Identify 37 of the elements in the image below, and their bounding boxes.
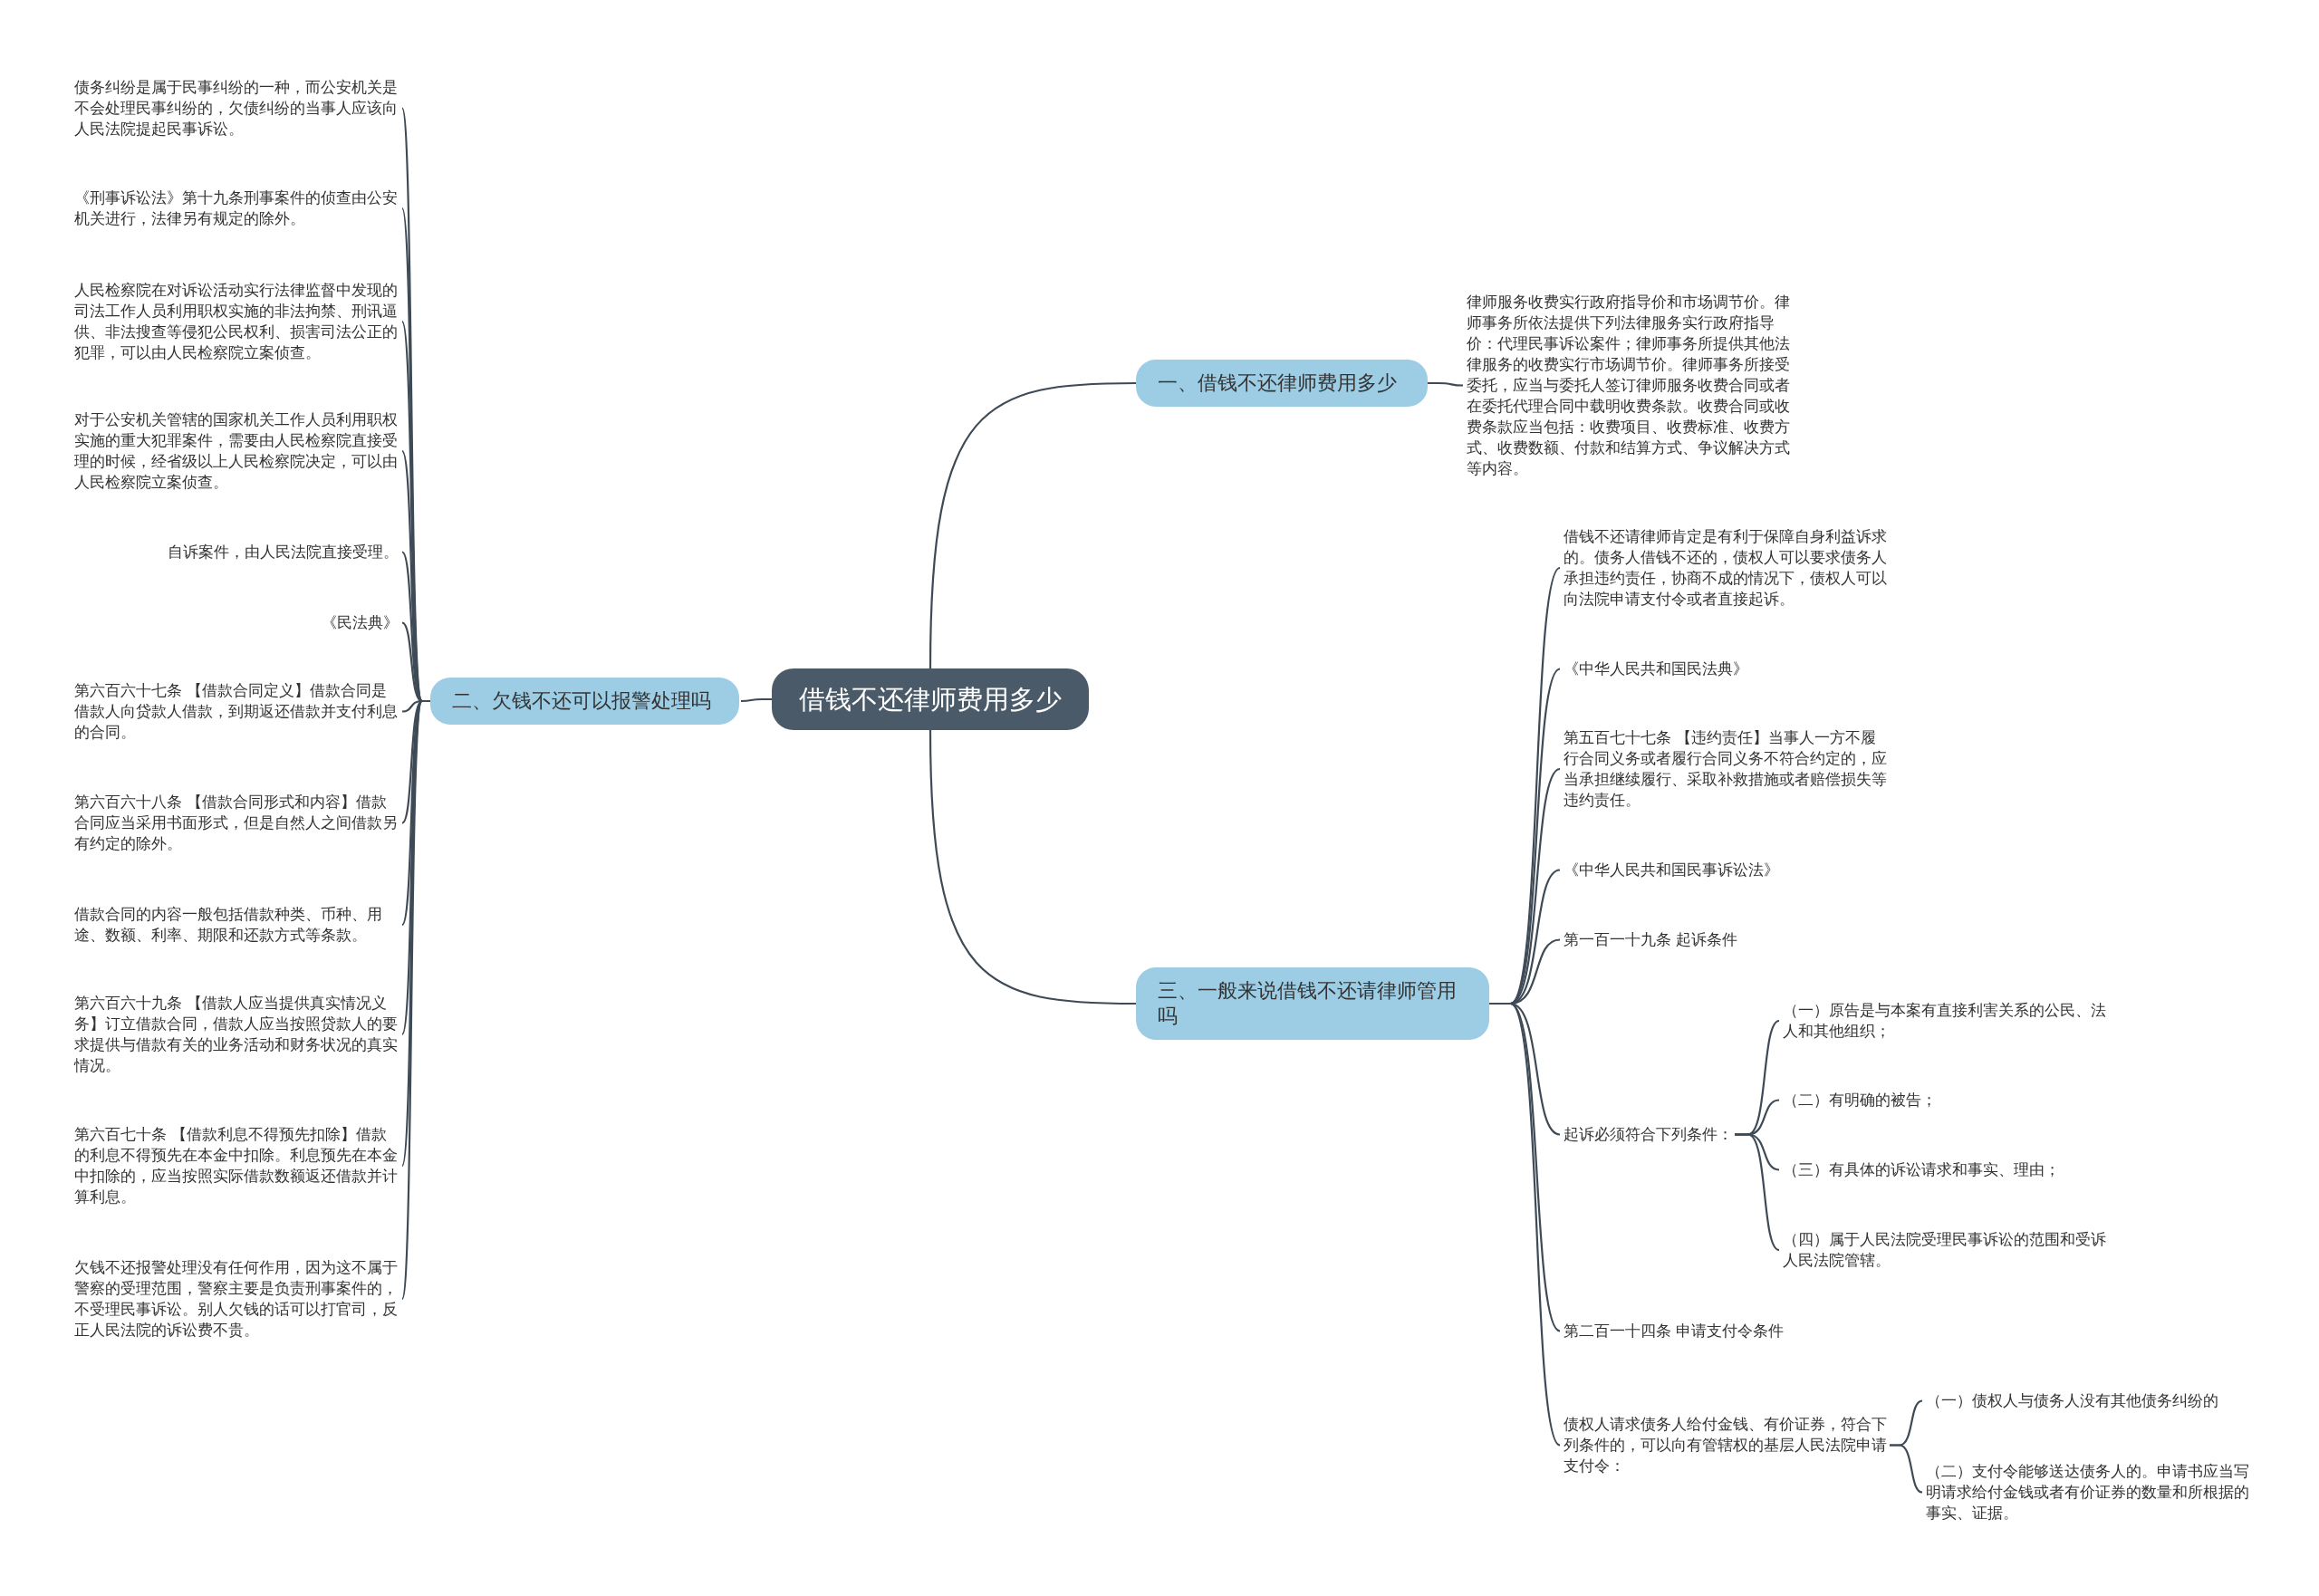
note-text: （三）有具体的诉讼请求和事实、理由；	[1781, 1159, 2062, 1180]
note-text: 对于公安机关管辖的国家机关工作人员利用职权实施的重大犯罪案件，需要由人民检察院直接受理的时候，经省级以上人民检察院决定，可以由人民检察院立案侦查。	[72, 409, 400, 493]
note-text: 第六百六十七条 【借款合同定义】借款合同是借款人向贷款人借款，到期返还借款并支付利息的合同。	[72, 680, 400, 743]
note-text: 《中华人民共和国民事诉讼法》	[1562, 860, 1781, 880]
note-text: 律师服务收费实行政府指导价和市场调节价。律师事务所依法提供下列法律服务实行政府指导价：代理民事诉讼案件；律师事务所提供其他法律服务的收费实行市场调节价。律师事务所接受委托，应当与委托人签订律师服务收费合同或者在委托代理合同中载明收费条款。收费合同或收费条款应当包括：收费项目、收费标准、收费方式、收费数额、付款和结算方式、争议解决方式等内容。	[1465, 292, 1793, 479]
note-text: 《中华人民共和国民法典》	[1562, 659, 1750, 679]
note-text: 借钱不还请律师肯定是有利于保障自身利益诉求的。债务人借钱不还的，债权人可以要求债务人承担违约责任，协商不成的情况下，债权人可以向法院申请支付令或者直接起诉。	[1562, 526, 1890, 610]
note-text: 欠钱不还报警处理没有任何作用，因为这不属于警察的受理范围，警察主要是负责刑事案件的，不受理民事诉讼。别人欠钱的话可以打官司，反正人民法院的诉讼费不贵。	[72, 1257, 400, 1341]
note-text: 第六百六十九条 【借款人应当提供真实情况义务】订立借款合同，借款人应当按照贷款人的要求提供与借款有关的业务活动和财务状况的真实情况。	[72, 993, 400, 1076]
connector-line	[929, 729, 1136, 1005]
note-text: 第五百七十七条 【违约责任】当事人一方不履行合同义务或者履行合同义务不符合约定的，应当承担继续履行、采取补救措施或者赔偿损失等违约责任。	[1562, 727, 1890, 811]
note-text: 借款合同的内容一般包括借款种类、币种、用途、数额、利率、期限和还款方式等条款。	[72, 904, 400, 946]
note-text: 第一百一十九条 起诉条件	[1562, 929, 1740, 950]
note-text: （二）支付令能够送达债务人的。申请书应当写明请求给付金钱或者有价证券的数量和所根据的事实、证据。	[1924, 1461, 2261, 1524]
note-text: 第二百一十四条 申请支付令条件	[1562, 1321, 1786, 1341]
connector-line	[741, 697, 772, 703]
note-text: （二）有明确的被告；	[1781, 1090, 1939, 1110]
note-text: 《民法典》	[320, 612, 400, 633]
note-text: 自诉案件，由人民法院直接受理。	[166, 542, 400, 562]
connector-line	[1735, 1133, 1780, 1251]
note-text: 起诉必须符合下列条件：	[1562, 1124, 1735, 1145]
note-text: 第六百七十条 【借款利息不得预先扣除】借款的利息不得预先在本金中扣除。利息预先在本金中扣除的，应当按照实际借款数额返还借款并计算利息。	[72, 1124, 400, 1207]
note-text: （一）债权人与债务人没有其他债务纠纷的	[1924, 1390, 2220, 1411]
note-text: 债权人请求债务人给付金钱、有价证券，符合下列条件的，可以向有管辖权的基层人民法院申请支付令：	[1562, 1414, 1890, 1476]
note-text: 第六百六十八条 【借款合同形式和内容】借款合同应当采用书面形式，但是自然人之间借款另有约定的除外。	[72, 792, 400, 854]
connector-line	[1890, 1444, 1923, 1494]
note-text: （四）属于人民法院受理民事诉讼的范围和受诉人民法院管辖。	[1781, 1229, 2118, 1271]
central-topic-box: 借钱不还律师费用多少	[772, 668, 1089, 730]
connector-line	[929, 381, 1136, 669]
connector-line	[1428, 381, 1463, 387]
note-text: （一）原告是与本案有直接利害关系的公民、法人和其他组织；	[1781, 1000, 2118, 1042]
topic-box: 二、欠钱不还可以报警处理吗	[430, 678, 739, 725]
note-text: 《刑事诉讼法》第十九条刑事案件的侦查由公安机关进行，法律另有规定的除外。	[72, 187, 400, 229]
note-text: 人民检察院在对诉讼活动实行法律监督中发现的司法工作人员利用职权实施的非法拘禁、刑讯逼供、非法搜查等侵犯公民权利、损害司法公正的犯罪，可以由人民检察院立案侦查。	[72, 280, 400, 363]
topic-box: 一、借钱不还律师费用多少	[1136, 360, 1428, 407]
topic-box: 三、一般来说借钱不还请律师管用吗	[1136, 967, 1489, 1040]
note-text: 债务纠纷是属于民事纠纷的一种，而公安机关是不会处理民事纠纷的，欠债纠纷的当事人应该向人民法院提起民事诉讼。	[72, 77, 400, 139]
